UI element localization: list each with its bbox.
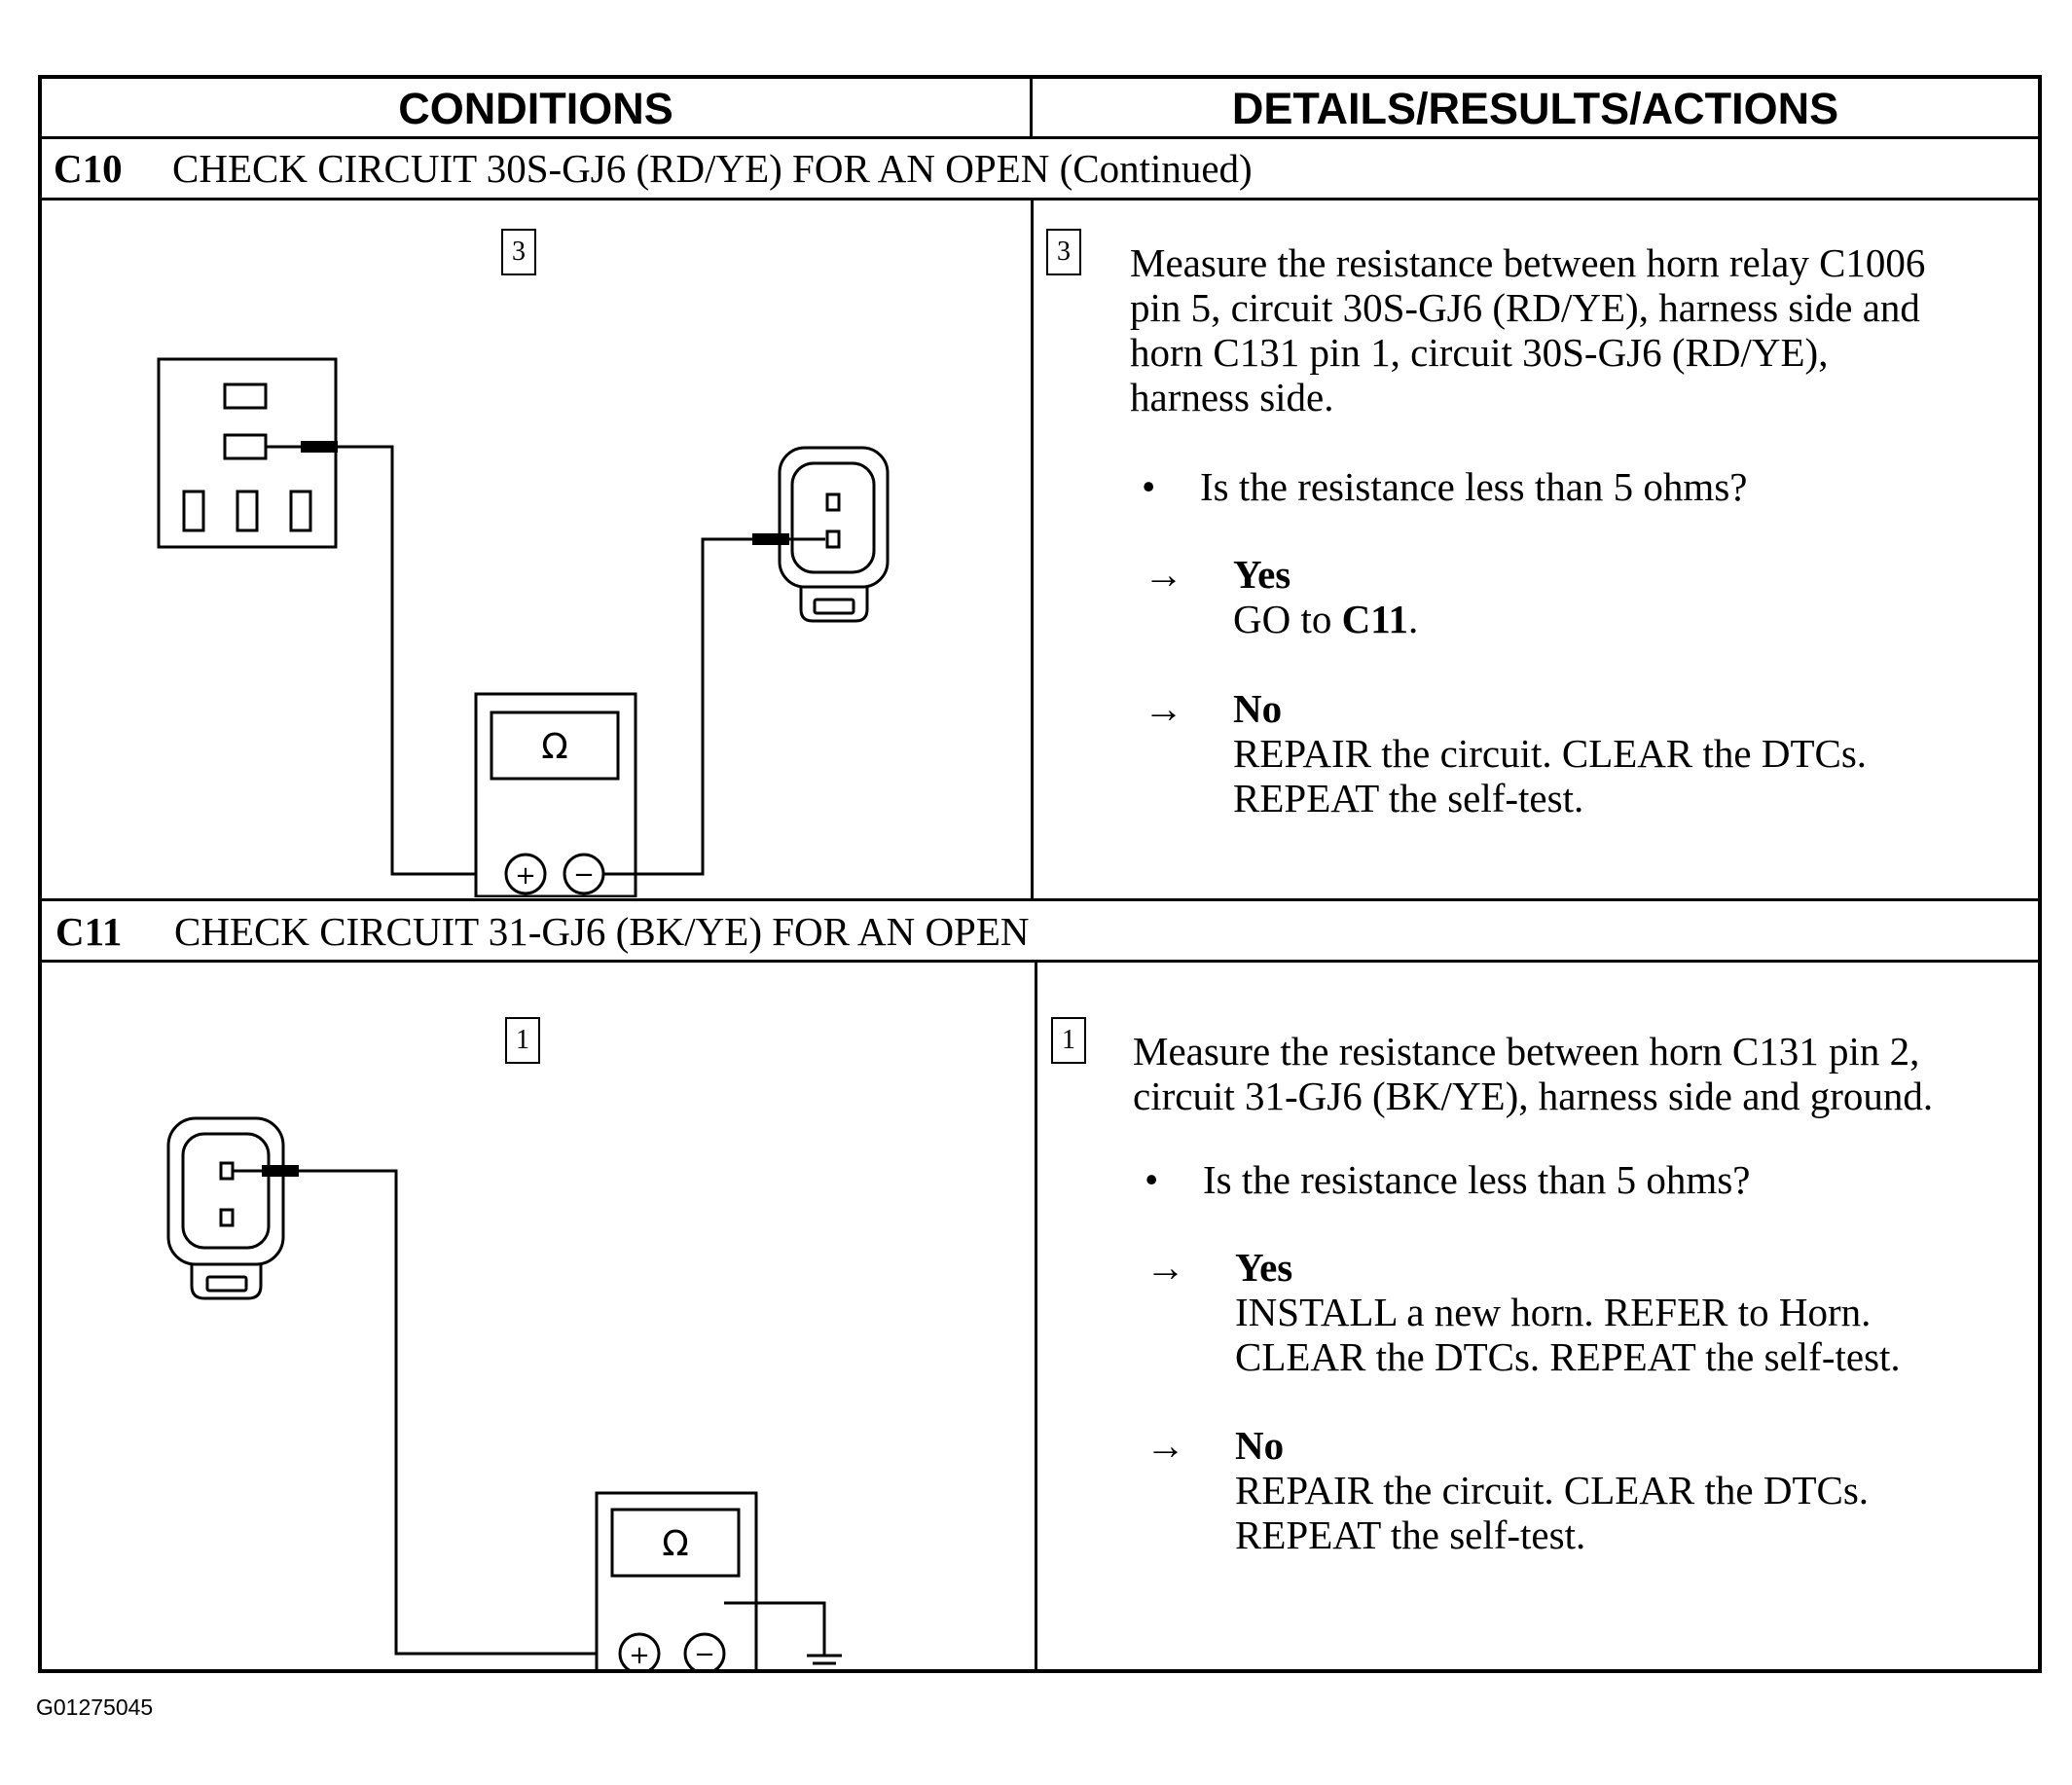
divider xyxy=(42,198,2038,200)
plus-sign: + xyxy=(515,861,536,891)
multimeter xyxy=(474,692,637,897)
step-number-box: 3 xyxy=(501,229,536,275)
measure-instruction: Measure the resistance between horn C131… xyxy=(1133,1029,1934,1118)
relay-pin xyxy=(182,490,205,532)
meter-display xyxy=(610,1508,741,1578)
test-lead xyxy=(299,1169,597,1656)
divider xyxy=(42,136,2038,139)
figure-id: G01275045 xyxy=(36,1694,154,1720)
horn-connector xyxy=(778,446,890,623)
minus-sign: − xyxy=(694,1640,715,1669)
test-probe xyxy=(752,533,789,545)
step-title-c10: C10 CHECK CIRCUIT 30S-GJ6 (RD/YE) FOR AN … xyxy=(54,139,1253,198)
test-lead xyxy=(338,445,476,876)
step-title-text: CHECK CIRCUIT 30S-GJ6 (RD/YE) FOR AN OPE… xyxy=(172,146,1253,191)
test-lead xyxy=(724,1601,826,1656)
divider xyxy=(42,898,2038,901)
c10-wiring-diagram: Ω + − xyxy=(157,357,890,897)
divider xyxy=(42,960,2038,963)
meter-display xyxy=(490,710,620,781)
horn-connector xyxy=(166,1116,285,1300)
test-probe xyxy=(301,441,338,453)
step-number-box: 1 xyxy=(505,1017,540,1064)
relay-pin xyxy=(236,490,259,532)
arrow-icon: → xyxy=(1144,552,1183,597)
step-code: C11 xyxy=(55,909,123,954)
ohm-symbol: Ω xyxy=(541,727,568,767)
minus-terminal xyxy=(683,1632,726,1669)
arrow-icon: → xyxy=(1145,1245,1185,1290)
c11-wiring-diagram: Ω + − xyxy=(166,1116,842,1669)
ground-icon xyxy=(807,1654,842,1665)
plus-terminal xyxy=(504,853,547,895)
arrow-icon: → xyxy=(1144,686,1183,731)
step-title-c11: C11 CHECK CIRCUIT 31-GJ6 (BK/YE) FOR AN O… xyxy=(55,902,1030,961)
step-code: C10 xyxy=(54,146,123,191)
relay-pin-5 xyxy=(223,433,268,460)
measure-instruction: Measure the resistance between horn rela… xyxy=(1130,240,1926,419)
step-number-box: 3 xyxy=(1046,229,1081,275)
relay-pin xyxy=(289,490,312,532)
column-divider xyxy=(1030,79,1033,136)
minus-sign: − xyxy=(573,860,595,890)
ohm-symbol: Ω xyxy=(662,1524,689,1564)
step-number-box: 1 xyxy=(1051,1017,1086,1064)
details-header: DETAILS/RESULTS/ACTIONS xyxy=(1231,84,1839,133)
multimeter xyxy=(595,1491,758,1669)
column-divider xyxy=(1031,198,1034,898)
arrow-icon: → xyxy=(1145,1423,1185,1468)
goto-step-link: C11 xyxy=(1341,597,1408,641)
plus-sign: + xyxy=(629,1641,650,1669)
relay-pin xyxy=(223,382,268,410)
horn-relay-connector xyxy=(157,357,338,549)
test-lead xyxy=(603,537,752,876)
step-title-text: CHECK CIRCUIT 31-GJ6 (BK/YE) FOR AN OPEN xyxy=(174,909,1030,954)
test-probe xyxy=(262,1165,299,1177)
conditions-header: CONDITIONS xyxy=(398,84,673,133)
column-divider xyxy=(1035,960,1037,1670)
plus-terminal xyxy=(618,1632,661,1669)
